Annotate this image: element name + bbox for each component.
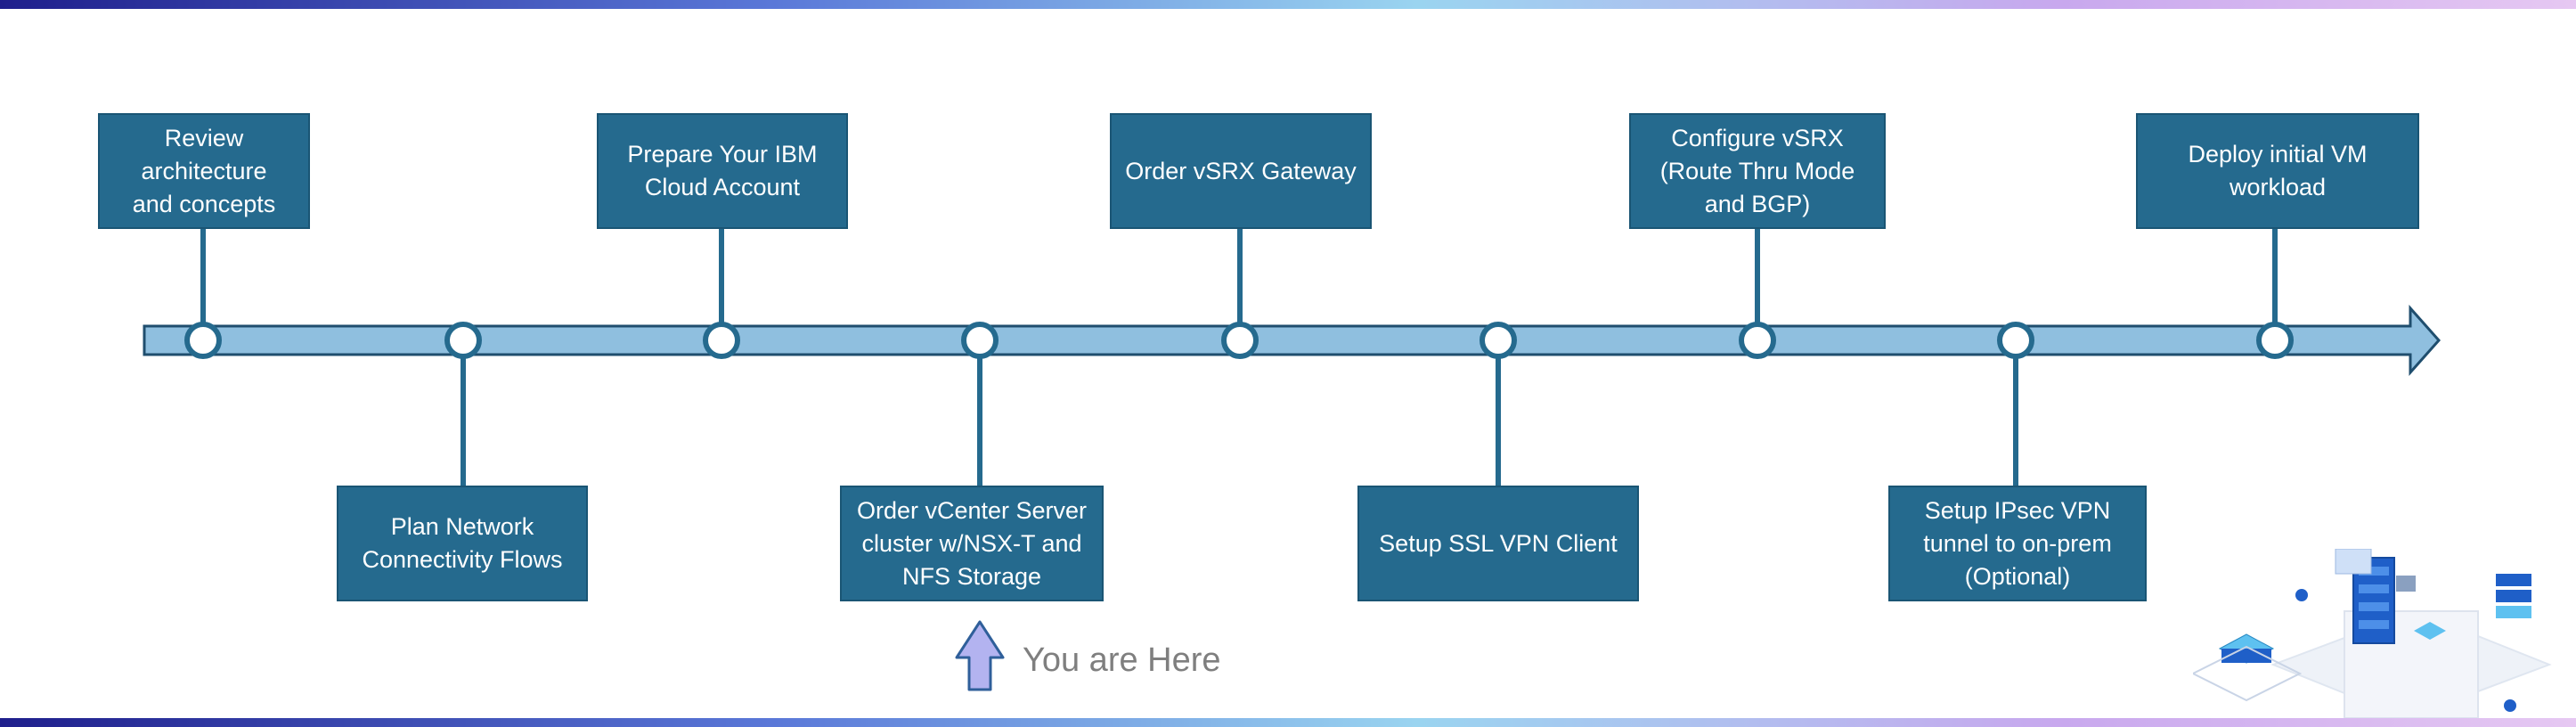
step-label-s6: Setup SSL VPN Client	[1379, 529, 1618, 557]
up-arrow-shape	[955, 620, 1005, 691]
timeline-node-s5	[1221, 322, 1259, 359]
cloud-servers-illustration	[2193, 549, 2552, 718]
timeline-arrow	[143, 305, 2441, 376]
timeline-node-s7	[1739, 322, 1776, 359]
timeline-node-s3	[703, 322, 740, 359]
bottom-gradient-stripe	[0, 718, 2576, 727]
timeline-node-s2	[444, 322, 482, 359]
timeline-node-s6	[1480, 322, 1517, 359]
timeline-node-s1	[184, 322, 222, 359]
top-gradient-stripe	[0, 0, 2576, 9]
timeline-node-s4	[961, 322, 999, 359]
timeline-node-s9	[2256, 322, 2294, 359]
you-are-here-label: You are Here	[1023, 641, 1221, 679]
timeline-node-s8	[1997, 322, 2034, 359]
step-label-s5: Order vSRX Gateway	[1125, 157, 1357, 184]
step-box-s5: Order vSRX Gateway	[1110, 113, 1372, 229]
step-box-s6: Setup SSL VPN Client	[1357, 486, 1639, 601]
